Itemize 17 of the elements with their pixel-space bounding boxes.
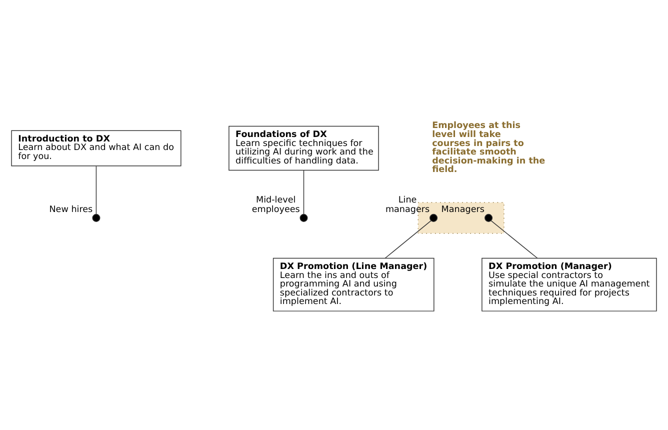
node-circle <box>92 214 100 222</box>
connector <box>303 170 304 215</box>
node-box: Introduction to DX Learn about DX and what AI can do for you. <box>11 130 182 166</box>
node-circle <box>300 214 308 222</box>
label: Employees at this level will take courses in pairs to facilitate smooth decision-making in the field. <box>432 121 546 176</box>
connector <box>384 220 432 258</box>
node-circle <box>484 214 493 222</box>
connector <box>96 166 97 215</box>
node-box: Foundations of DX Learn specific techniques for utilizing AI during work and the difficulties of handling data. <box>228 126 379 171</box>
node-box: DX Promotion (Line Manager) Learn the ins and outs of programming AI and using specialized contractors to implement AI. <box>272 258 434 312</box>
node-circle <box>430 214 438 222</box>
connector <box>490 220 538 258</box>
node-label: Mid-level employees <box>252 195 300 215</box>
node-label: Managers <box>441 204 484 215</box>
node-label: Line managers <box>385 195 430 215</box>
node-box: DX Promotion (Manager) Use special contractors to simulate the unique AI management techniques required for projects implementing AI. <box>482 258 657 312</box>
node-label: New hires <box>49 204 93 215</box>
